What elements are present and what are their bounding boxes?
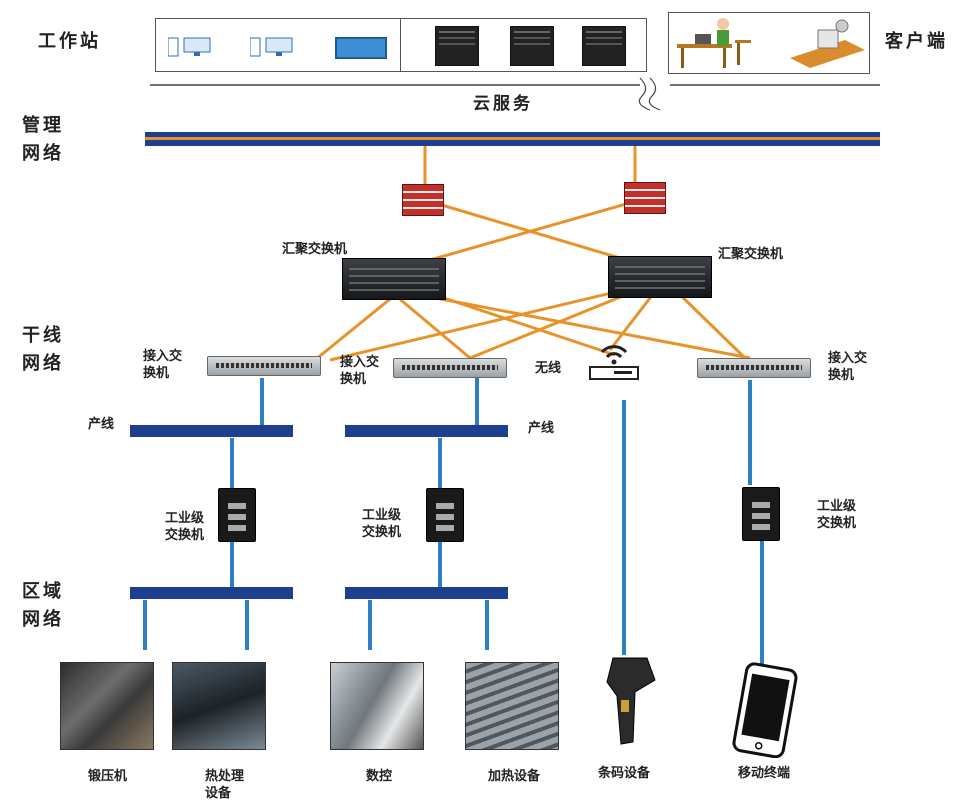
area-right-bus [345, 587, 508, 599]
industrial-switch-1 [218, 488, 256, 542]
cnc-machine-photo [330, 662, 424, 750]
ind-switch-3-label: 工业级 交换机 [817, 499, 857, 531]
field-links [143, 378, 764, 670]
aggregation-switch-left [342, 258, 446, 300]
production-line-left-bus [130, 425, 293, 437]
forging-press-photo [60, 662, 154, 750]
monitor-icon [335, 37, 387, 59]
server-icon [582, 26, 626, 66]
access-switch-2-label: 接入交 换机 [340, 355, 380, 387]
trunk-network-label: 干线 网络 [22, 325, 64, 374]
wireless-label: 无线 [535, 361, 562, 376]
area-left-bus [130, 587, 293, 599]
heat-treatment-photo [172, 662, 266, 750]
management-backbone-stripe [145, 137, 880, 140]
device-label-forging: 锻压机 [88, 769, 128, 784]
server-icon [510, 26, 554, 66]
line-left-label: 产线 [88, 417, 115, 432]
industrial-switch-2 [426, 488, 464, 542]
firewall-icon [624, 182, 666, 214]
management-links [314, 140, 751, 362]
device-label-cnc: 数控 [366, 769, 393, 784]
access-switch-3 [697, 358, 811, 378]
client-label: 客户端 [885, 31, 948, 52]
access-switch-2 [393, 358, 507, 378]
cloud-label: 云服务 [473, 94, 533, 114]
agg-switch-left-label: 汇聚交换机 [282, 242, 348, 257]
ind-switch-2-label: 工业级 交换机 [362, 508, 402, 540]
access-switch-3-label: 接入交 换机 [828, 351, 868, 383]
mgmt-network-label: 管理 网络 [22, 115, 64, 164]
firewall-icon [402, 184, 444, 216]
access-switch-1-label: 接入交 换机 [143, 349, 183, 381]
heating-equipment-photo [465, 662, 559, 750]
industrial-switch-3 [742, 487, 780, 541]
cloud-link-break [638, 77, 651, 111]
line-right-label: 产线 [528, 421, 555, 436]
aggregation-switch-right [608, 256, 712, 298]
production-line-right-bus [345, 425, 508, 437]
agg-switch-right-label: 汇聚交换机 [718, 247, 784, 262]
device-label-heating: 加热设备 [488, 769, 541, 784]
area-network-label: 区域 网络 [22, 581, 64, 630]
device-label-heat-treatment: 热处理 设备 [205, 769, 245, 801]
ind-switch-1-label: 工业级 交换机 [165, 511, 205, 543]
device-label-mobile: 移动终端 [738, 766, 791, 781]
workstation-label: 工作站 [38, 31, 101, 52]
server-icon [435, 26, 479, 66]
access-switch-1 [207, 356, 321, 376]
device-label-barcode: 条码设备 [598, 766, 651, 781]
